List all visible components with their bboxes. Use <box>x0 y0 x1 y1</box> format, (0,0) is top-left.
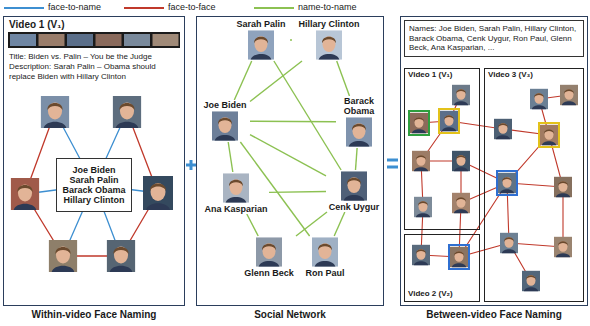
name-to-name-link <box>247 214 258 236</box>
video-label: Video 1 (V₁) <box>407 70 454 79</box>
face-photo <box>113 96 141 128</box>
face-photo <box>212 111 238 141</box>
person-node: Sarah Palin <box>232 19 290 61</box>
legend-swatch <box>254 4 294 12</box>
names-box: Joe Biden Sarah Palin Barack Obama Hilla… <box>56 158 132 212</box>
legend-text: face-to-face <box>168 2 216 13</box>
face-image <box>312 237 338 266</box>
name-to-name-link <box>337 61 350 96</box>
person-node: Ron Paul <box>300 236 350 278</box>
person-name: Barack Obama <box>336 96 382 116</box>
video-box: Video 2 (V₂) <box>404 234 480 302</box>
video-label: Video 3 (V₃) <box>487 70 534 79</box>
name-to-name-link <box>269 191 326 193</box>
person-node: Joe Biden <box>200 100 250 142</box>
face-to-face-lines <box>25 112 158 256</box>
video-description: Description: Sarah Palin – Obama should … <box>9 62 183 81</box>
legend-item: face-to-face <box>124 2 216 13</box>
name-to-name-link <box>334 212 345 236</box>
video-box: Video 1 (V₁) <box>404 68 480 230</box>
face-image <box>223 173 249 202</box>
legend-swatch <box>4 4 44 12</box>
name-to-name-link <box>250 120 336 122</box>
person-node: Glenn Beck <box>242 236 296 278</box>
person-name: Hillary Clinton <box>297 19 360 29</box>
face-image <box>248 30 274 59</box>
panel-caption: Between-video Face Naming <box>400 309 588 321</box>
filmstrip <box>8 32 180 48</box>
names-list: Joe Biden Sarah Palin Barack Obama Hilla… <box>61 165 127 205</box>
legend-line <box>254 7 294 9</box>
face-image <box>212 111 238 140</box>
face-image <box>316 30 342 59</box>
equals-sign <box>387 160 398 167</box>
face-photo <box>316 30 342 60</box>
legend-item: name-to-name <box>254 2 357 13</box>
legend-swatch <box>124 4 164 12</box>
face-image <box>341 171 367 200</box>
person-node: Barack Obama <box>336 96 382 148</box>
face-photo <box>49 240 77 272</box>
legend-text: name-to-name <box>298 2 357 13</box>
video-heading: Video 1 (V₁) <box>9 19 179 30</box>
face-image <box>256 237 282 266</box>
person-node: Cenk Uygur <box>326 170 382 212</box>
name-to-name-link <box>356 148 358 170</box>
video-title: Title: Biden vs. Palin – You be the Judg… <box>9 52 183 62</box>
person-name: Glenn Beck <box>243 268 295 278</box>
name-to-name-link <box>228 142 233 172</box>
name-to-name-link <box>274 61 341 170</box>
person-name: Ron Paul <box>304 268 345 278</box>
panel-caption: Social Network <box>196 309 384 321</box>
face-photo <box>312 237 338 267</box>
video-box: Video 3 (V₃) <box>484 68 584 302</box>
legend-text: face-to-name <box>48 2 101 13</box>
person-node: Hillary Clinton <box>292 19 366 61</box>
names-box: Names: Joe Biden, Sarah Palin, Hillary C… <box>404 20 584 57</box>
face-photos <box>409 85 578 291</box>
panel-caption: Within-video Face Naming <box>3 309 185 321</box>
face-to-face-lines <box>419 95 569 281</box>
face-to-name-lines <box>25 112 158 256</box>
face-photo <box>11 178 39 210</box>
name-to-name-link <box>240 142 309 236</box>
names-list: Names: Joe Biden, Sarah Palin, Hillary C… <box>409 24 579 53</box>
video-label: Video 2 (V₂) <box>407 289 454 298</box>
person-name: Sarah Palin <box>235 19 286 29</box>
person-node: Ana Kasparian <box>203 172 269 214</box>
plus-sign <box>186 160 196 170</box>
face-photo <box>143 176 173 210</box>
face-photo <box>341 171 367 201</box>
name-to-name-link <box>234 61 251 100</box>
face-photo <box>346 117 372 147</box>
person-name: Joe Biden <box>202 100 247 110</box>
name-to-name-link <box>250 61 302 102</box>
legend-line <box>4 7 44 9</box>
legend-item: face-to-name <box>4 2 101 13</box>
face-photo <box>223 173 249 203</box>
name-to-name-link <box>290 39 292 40</box>
legend-line <box>124 7 164 9</box>
panel: Video 1 (V₁) Title: Biden vs. Palin – You… <box>3 16 185 306</box>
person-name: Cenk Uygur <box>328 202 381 212</box>
panel: Between-video Face NamingNames: Joe Bide… <box>400 16 588 306</box>
face-photo <box>248 30 274 60</box>
panel: Social NetworkSarah PalinHillary Clinton… <box>196 16 384 306</box>
face-image <box>346 117 372 146</box>
face-photo <box>41 96 69 128</box>
face-photo <box>256 237 282 267</box>
face-photo <box>107 240 135 272</box>
person-name: Ana Kasparian <box>203 204 268 214</box>
name-to-name-link <box>296 212 327 236</box>
